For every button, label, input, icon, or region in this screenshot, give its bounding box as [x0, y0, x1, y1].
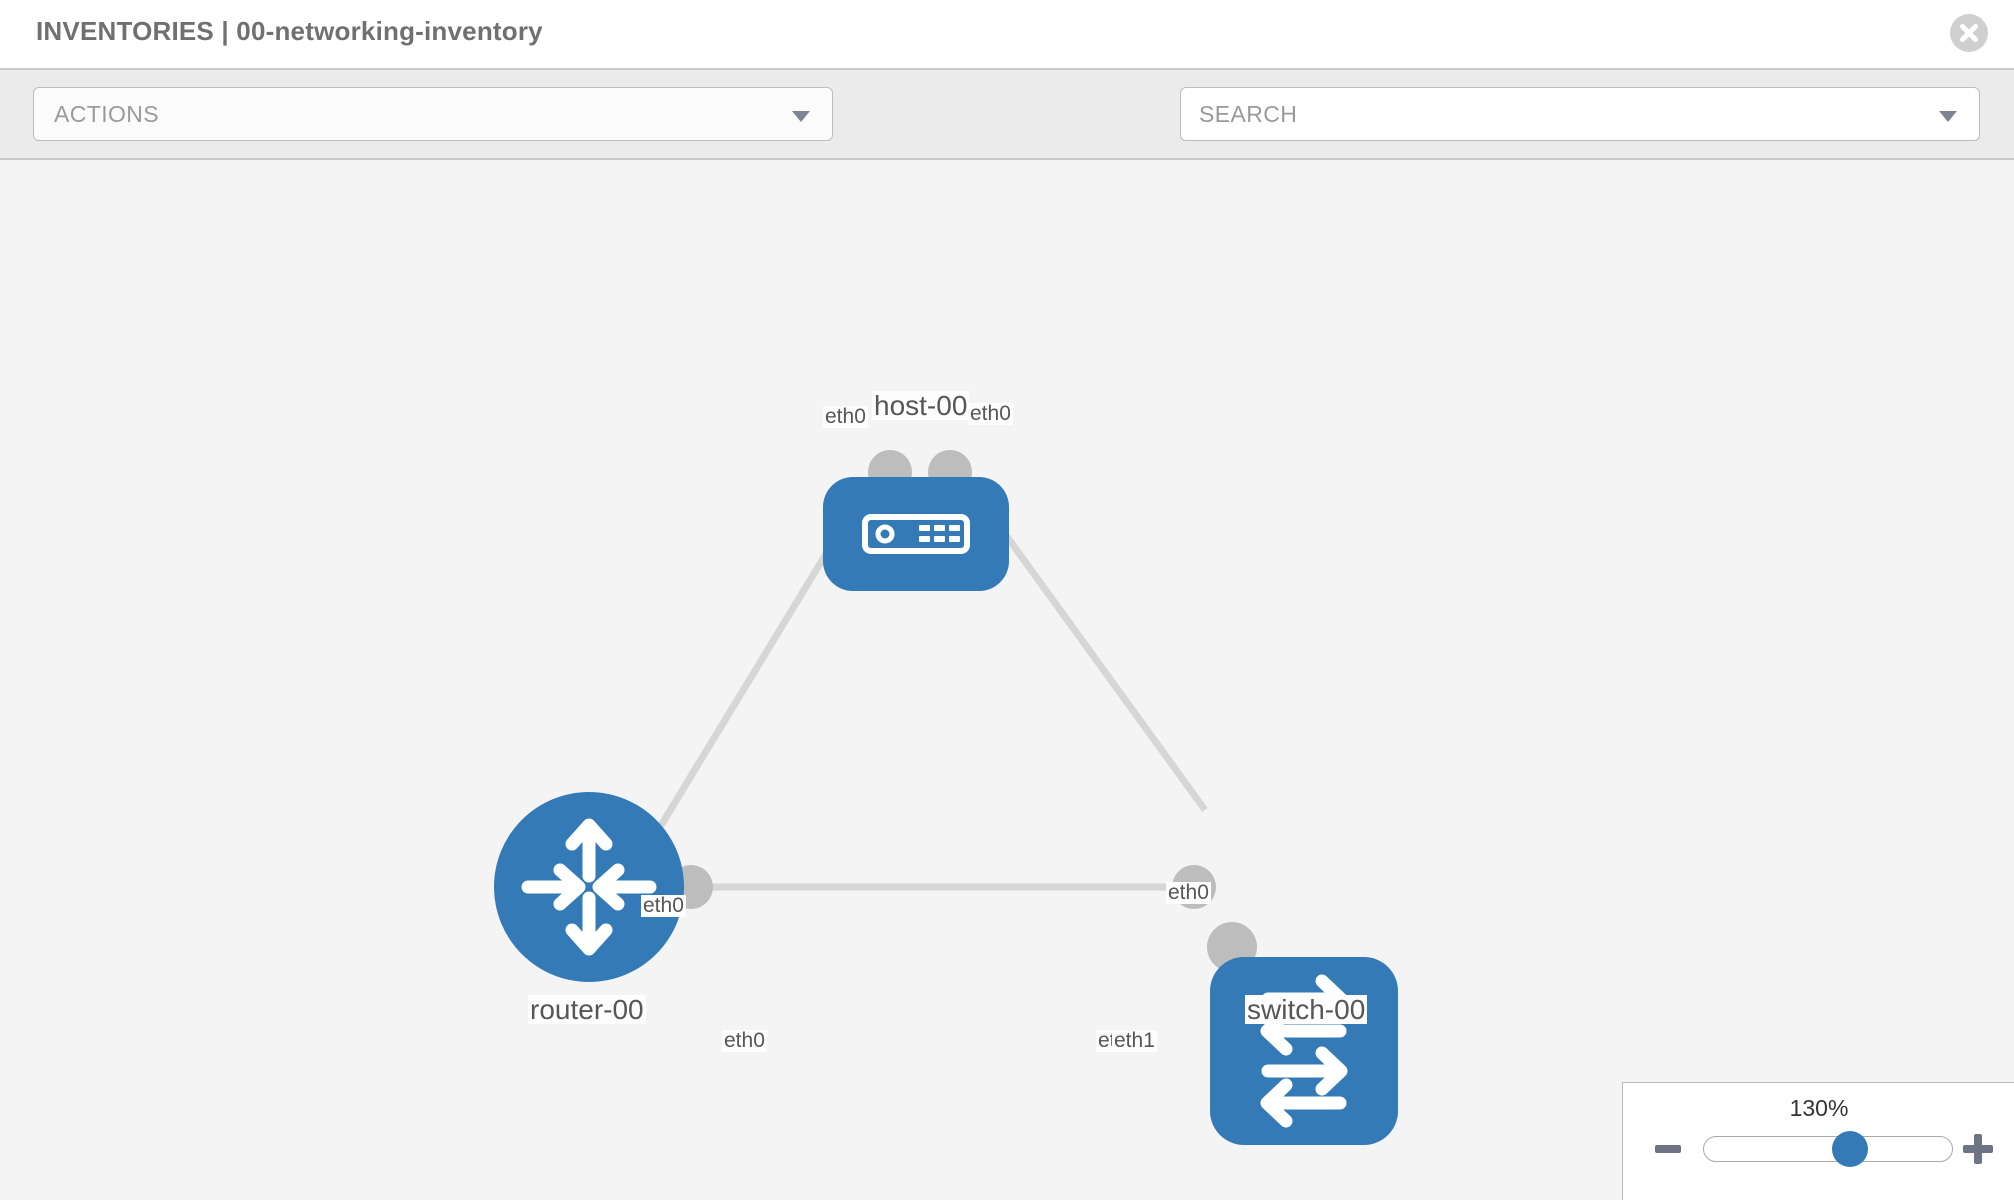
zoom-percent-label: 130%	[1789, 1095, 1849, 1121]
node-host-00-shape	[823, 477, 1009, 591]
zoom-control[interactable]: 130%	[1622, 1082, 2014, 1200]
topology-canvas[interactable]: host-00 router-00 switch-00 eth0 eth0 et…	[0, 160, 2014, 1200]
server-device-icon	[862, 514, 970, 554]
node-switch-00-shape	[1210, 957, 1398, 1145]
iface-label-host00-eth0-left: eth0	[823, 405, 868, 429]
node-label-router-00: router-00	[528, 994, 646, 1025]
page-title: INVENTORIES | 00-networking-inventory	[36, 16, 543, 46]
router-arrows-icon	[521, 818, 657, 956]
node-host-00	[823, 477, 1009, 591]
node-label-switch-00: switch-00	[1245, 994, 1368, 1025]
zoom-slider-thumb[interactable]	[1832, 1131, 1869, 1167]
search-input[interactable]: SEARCH	[1180, 87, 1980, 141]
node-label-host-00: host-00	[872, 390, 970, 421]
minus-icon[interactable]	[1655, 1145, 1681, 1153]
close-icon[interactable]	[1950, 14, 1988, 52]
zoom-slider-track[interactable]	[1703, 1131, 1953, 1167]
search-placeholder: SEARCH	[1199, 101, 1298, 127]
iface-label-switch00-eth1: eth1	[1112, 1029, 1157, 1053]
node-router-00	[494, 792, 684, 982]
node-router-00-shape	[494, 792, 684, 982]
chevron-down-icon[interactable]	[1939, 111, 1957, 122]
iface-label-switch00-eth0-uplink: eth0	[1166, 881, 1211, 905]
iface-label-router00-eth0: eth0	[722, 1029, 767, 1053]
chevron-down-icon	[792, 111, 810, 122]
node-switch-00	[1210, 957, 1398, 1145]
actions-dropdown-label: ACTIONS	[54, 101, 160, 127]
iface-label-router00-eth0-uplink: eth0	[641, 894, 686, 918]
topology-graph[interactable]	[0, 160, 2014, 1200]
actions-dropdown[interactable]: ACTIONS	[33, 87, 833, 141]
iface-label-host00-eth0-right: eth0	[968, 402, 1013, 426]
page-header: INVENTORIES | 00-networking-inventory	[0, 0, 2014, 68]
toolbar: ACTIONS SEARCH	[0, 68, 2014, 200]
plus-icon[interactable]	[1963, 1134, 1993, 1164]
